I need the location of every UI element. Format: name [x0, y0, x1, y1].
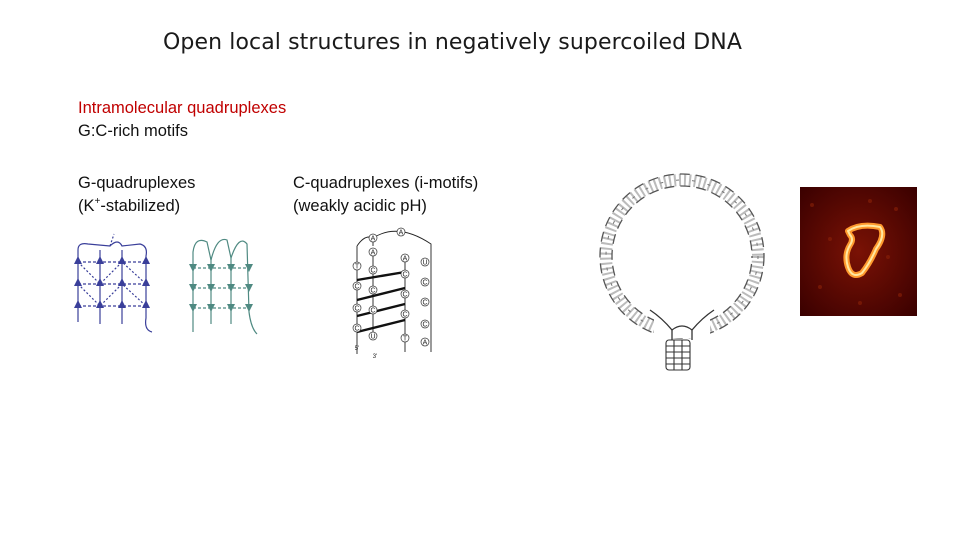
svg-text:C: C: [370, 288, 375, 295]
svg-text:C: C: [422, 280, 427, 287]
svg-text:A: A: [399, 230, 404, 237]
g-quadruplex-label: G-quadruplexes: [78, 174, 196, 192]
svg-text:U: U: [370, 334, 375, 341]
svg-text:5': 5': [355, 346, 359, 352]
svg-text:C: C: [402, 292, 407, 299]
c-quadruplex-condition: (weakly acidic pH): [293, 197, 427, 215]
svg-text:A: A: [403, 256, 408, 263]
svg-text:U: U: [422, 260, 427, 267]
svg-text:T: T: [403, 336, 408, 343]
svg-text:C: C: [402, 272, 407, 279]
afm-image: [800, 187, 917, 316]
svg-text:C: C: [370, 308, 375, 315]
heading-gc-motifs: G:C-rich motifs: [78, 122, 189, 140]
g-quadruplex-diagram-teal: [189, 238, 258, 335]
svg-text:C: C: [422, 322, 427, 329]
svg-text:C: C: [354, 326, 359, 333]
svg-text:C: C: [354, 284, 359, 291]
heading-quadruplexes: Intramolecular quadruplexes: [78, 99, 287, 117]
svg-text:C: C: [370, 268, 375, 275]
svg-text:A: A: [371, 250, 376, 257]
svg-text:3': 3': [373, 354, 377, 360]
slide-title: Open local structures in negatively supe…: [163, 30, 742, 55]
c-quadruplex-label: C-quadruplexes (i-motifs): [293, 174, 479, 192]
svg-text:C: C: [402, 312, 407, 319]
supercoiled-dna-circle-diagram: [599, 173, 765, 371]
svg-text:T: T: [355, 264, 360, 271]
svg-text:C: C: [354, 306, 359, 313]
svg-text:C: C: [422, 300, 427, 307]
svg-text:A: A: [371, 236, 376, 243]
g-quadruplex-diagram-blue: [74, 233, 153, 333]
g-quadruplex-condition: (K+-stabilized): [78, 196, 181, 216]
svg-text:A: A: [423, 340, 428, 347]
